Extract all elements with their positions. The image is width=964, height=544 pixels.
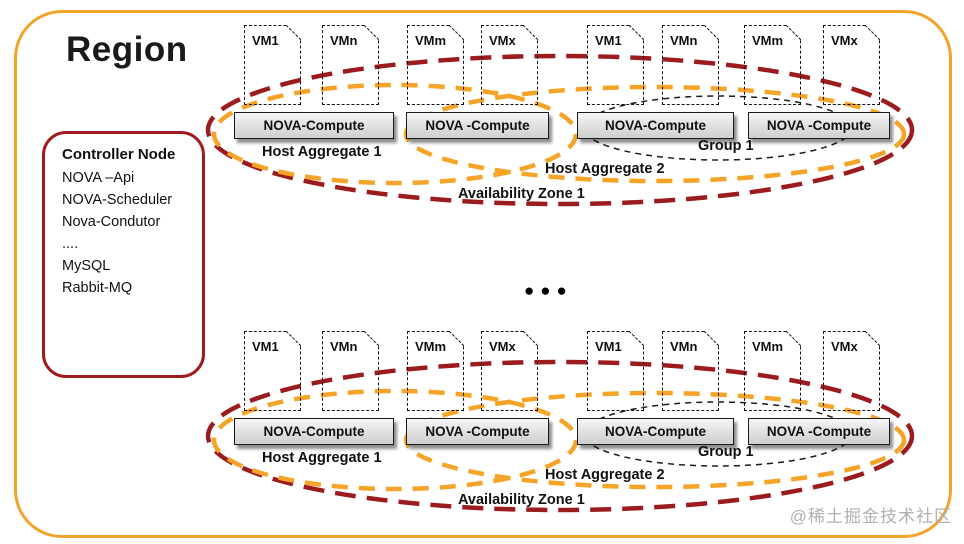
vm-box: VM1 xyxy=(587,25,644,105)
availability-zone-label: Availability Zone 1 xyxy=(458,492,585,508)
controller-item: .... xyxy=(62,236,79,252)
nova-compute-box: NOVA -Compute xyxy=(406,112,549,139)
vm-label: VMx xyxy=(831,33,858,48)
vm-box: VMn xyxy=(322,25,379,105)
vm-box: VM1 xyxy=(244,331,301,411)
vm-box: VMn xyxy=(322,331,379,411)
nova-compute-box: NOVA -Compute xyxy=(406,418,549,445)
host-aggregate-1-ellipse xyxy=(211,388,579,492)
vm-label: VMm xyxy=(752,33,784,48)
vm-box: VMm xyxy=(407,25,464,105)
vm-label: VM1 xyxy=(252,339,279,354)
nova-compute-box: NOVA-Compute xyxy=(577,112,734,139)
controller-item: Nova-Condutor xyxy=(62,214,161,230)
availability-zone-ellipse xyxy=(205,359,915,513)
vm-box: VMm xyxy=(744,25,801,105)
host-aggregate-2-label: Host Aggregate 2 xyxy=(545,161,665,177)
controller-item: NOVA-Scheduler xyxy=(62,192,173,208)
vm-label: VMx xyxy=(489,339,516,354)
vm-box: VM1 xyxy=(244,25,301,105)
vm-box: VMm xyxy=(744,331,801,411)
vm-label: VM1 xyxy=(595,33,622,48)
vm-box: VMm xyxy=(407,331,464,411)
vm-label: VMm xyxy=(415,33,447,48)
nova-compute-box: NOVA -Compute xyxy=(748,112,890,139)
more-clusters-indicator: ●●● xyxy=(524,281,573,300)
availability-zone-ellipse xyxy=(205,53,915,207)
vm-box: VMx xyxy=(481,331,538,411)
vm-label: VMn xyxy=(670,339,698,354)
host-aggregate-1-label: Host Aggregate 1 xyxy=(262,144,382,160)
host-aggregate-2-label: Host Aggregate 2 xyxy=(545,467,665,483)
vm-label: VMm xyxy=(415,339,447,354)
nova-compute-box: NOVA-Compute xyxy=(234,418,394,445)
controller-node-title: Controller Node xyxy=(62,146,176,163)
nova-compute-box: NOVA-Compute xyxy=(234,112,394,139)
controller-item: MySQL xyxy=(62,258,111,274)
region-title: Region xyxy=(66,30,188,69)
host-aggregate-1-ellipse xyxy=(211,82,579,186)
vm-box: VMn xyxy=(662,331,719,411)
vm-label: VMx xyxy=(831,339,858,354)
vm-box: VMx xyxy=(481,25,538,105)
vm-label: VMm xyxy=(752,339,784,354)
vm-label: VMn xyxy=(670,33,698,48)
controller-item: NOVA –Api xyxy=(62,170,135,186)
nova-compute-box: NOVA-Compute xyxy=(577,418,734,445)
vm-label: VM1 xyxy=(595,339,622,354)
watermark: @稀土掘金技术社区 xyxy=(789,507,952,526)
vm-box: VMx xyxy=(823,25,880,105)
nova-compute-box: NOVA -Compute xyxy=(748,418,890,445)
vm-box: VMn xyxy=(662,25,719,105)
vm-label: VMn xyxy=(330,339,358,354)
availability-zone-label: Availability Zone 1 xyxy=(458,186,585,202)
vm-label: VM1 xyxy=(252,33,279,48)
vm-box: VMx xyxy=(823,331,880,411)
vm-label: VMn xyxy=(330,33,358,48)
vm-label: VMx xyxy=(489,33,516,48)
group-1-label: Group 1 xyxy=(698,138,754,154)
host-aggregate-1-label: Host Aggregate 1 xyxy=(262,450,382,466)
controller-item: Rabbit-MQ xyxy=(62,280,133,296)
group-1-label: Group 1 xyxy=(698,444,754,460)
vm-box: VM1 xyxy=(587,331,644,411)
